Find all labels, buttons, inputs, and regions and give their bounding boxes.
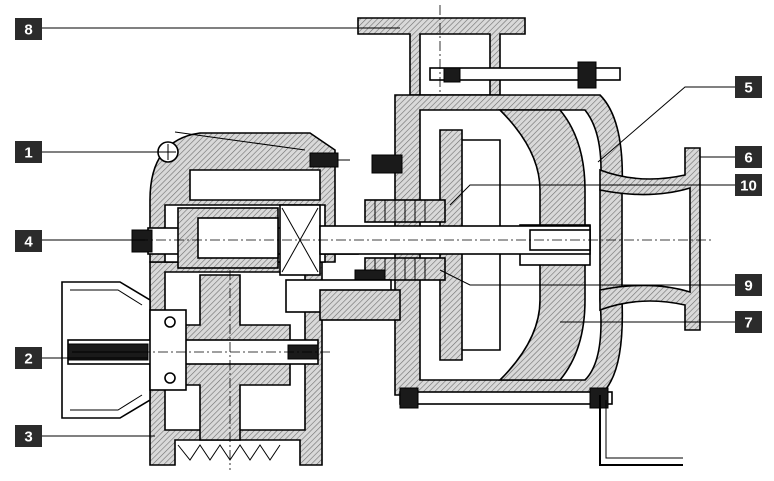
svg-text:6: 6 bbox=[744, 150, 752, 167]
callout-3: 3 bbox=[15, 425, 42, 447]
svg-text:9: 9 bbox=[744, 278, 752, 295]
callout-6: 6 bbox=[735, 146, 762, 168]
svg-text:4: 4 bbox=[24, 234, 33, 251]
pump-shaft bbox=[285, 225, 591, 321]
callout-2: 2 bbox=[15, 347, 42, 369]
svg-text:2: 2 bbox=[24, 351, 32, 368]
base-foot bbox=[599, 395, 683, 466]
callout-9: 9 bbox=[735, 274, 762, 296]
svg-text:10: 10 bbox=[740, 178, 757, 195]
callout-8: 8 bbox=[15, 18, 42, 40]
callout-1: 1 bbox=[15, 141, 42, 163]
callout-7: 7 bbox=[735, 311, 762, 333]
callout-5: 5 bbox=[735, 76, 762, 98]
svg-text:7: 7 bbox=[744, 315, 752, 332]
svg-text:3: 3 bbox=[24, 429, 32, 446]
svg-text:1: 1 bbox=[24, 145, 32, 162]
suction-nozzle bbox=[599, 147, 701, 331]
svg-text:8: 8 bbox=[24, 22, 32, 39]
svg-text:5: 5 bbox=[744, 80, 752, 97]
input-shaft bbox=[67, 309, 319, 391]
mechanical-seal bbox=[354, 154, 446, 283]
leader-lines bbox=[42, 27, 735, 437]
callout-4: 4 bbox=[15, 230, 42, 252]
callout-10: 10 bbox=[735, 174, 762, 196]
